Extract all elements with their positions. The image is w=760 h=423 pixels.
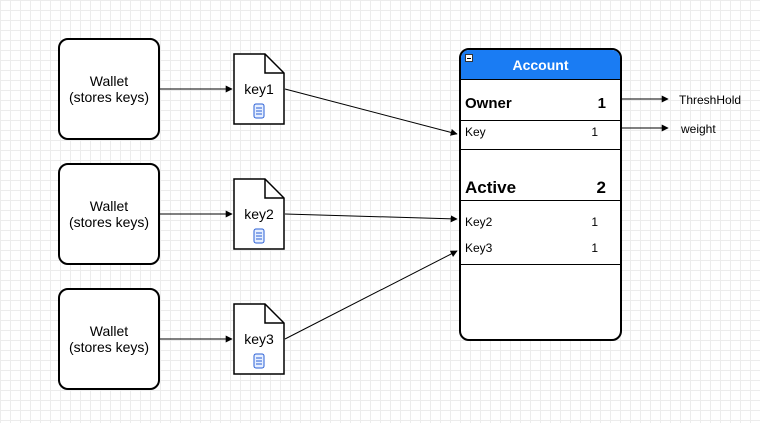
weight-annotation: weight — [681, 122, 716, 136]
active-threshold: 2 — [596, 178, 606, 197]
divider — [461, 264, 620, 265]
active-key-name: Key3 — [465, 241, 493, 255]
wallet-box-1: Wallet (stores keys) — [58, 38, 160, 140]
owner-threshold: 1 — [597, 95, 606, 112]
key-label: key1 — [244, 81, 274, 97]
wallet-label: Wallet (stores keys) — [68, 73, 150, 105]
active-key-weight: 1 — [591, 215, 598, 229]
wallet-label: Wallet (stores keys) — [68, 198, 150, 230]
key-document-3: key3 — [233, 303, 285, 375]
key-document-2: key2 — [233, 178, 285, 250]
wallet-label: Wallet (stores keys) — [68, 323, 150, 355]
wallet-box-2: Wallet (stores keys) — [58, 163, 160, 265]
divider — [461, 149, 620, 150]
scroll-icon — [253, 103, 265, 119]
key-label: key2 — [244, 206, 274, 222]
key-label: key3 — [244, 331, 274, 347]
document-shape — [233, 53, 285, 125]
arrow-key1-owner — [284, 88, 458, 136]
account-title: Account — [512, 57, 569, 73]
scroll-icon — [253, 353, 265, 369]
account-header: Account — [461, 50, 620, 80]
account-container: Account Owner 1 Key 1 Active 2 Key2 1 Ke… — [459, 48, 622, 341]
owner-key-weight: 1 — [591, 125, 598, 139]
scroll-icon — [253, 228, 265, 244]
active-key-weight: 1 — [591, 241, 598, 255]
threshold-annotation: ThreshHold — [679, 93, 742, 107]
arrow-key3-active — [284, 250, 458, 340]
active-key-name: Key2 — [465, 215, 493, 229]
wallet-box-3: Wallet (stores keys) — [58, 288, 160, 390]
key-document-1: key1 — [233, 53, 285, 125]
owner-name: Owner — [465, 95, 512, 112]
document-shape — [233, 303, 285, 375]
owner-key-name: Key — [465, 125, 486, 139]
arrow-key2-active — [284, 213, 458, 223]
active-name: Active — [465, 178, 517, 197]
collapse-icon[interactable] — [465, 54, 473, 62]
divider — [461, 120, 620, 121]
document-shape — [233, 178, 285, 250]
divider — [461, 200, 620, 201]
